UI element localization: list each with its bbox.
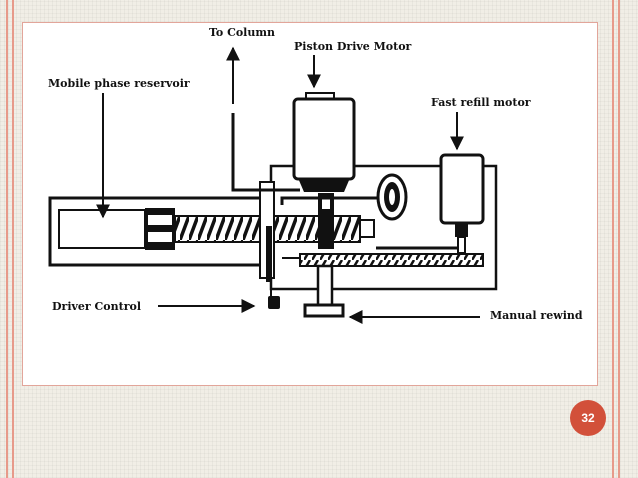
manual-rewind-knob [303,264,345,318]
left-border-stripe-2 [12,0,14,478]
column-outlet-line [231,113,300,192]
label-mobile-phase-reservoir: Mobile phase reservoir [48,77,190,90]
page-number-badge: 32 [570,400,606,436]
gear-housing [259,164,498,291]
piston-drive-motor [292,92,356,192]
left-border-stripe-1 [6,0,8,478]
label-fast-refill-motor: Fast refill motor [431,96,531,109]
belt-drive [299,253,484,267]
right-border-stripe-1 [612,0,614,478]
driver-control-button [268,278,280,309]
page-number: 32 [581,411,595,425]
fast-refill-motor [439,153,485,254]
label-manual-rewind: Manual rewind [490,309,583,322]
drive-gear-train [280,173,466,259]
label-to-column: To Column [209,26,275,39]
label-piston-drive-motor: Piston Drive Motor [294,40,412,53]
label-driver-control: Driver Control [52,300,141,313]
right-border-stripe-2 [618,0,620,478]
